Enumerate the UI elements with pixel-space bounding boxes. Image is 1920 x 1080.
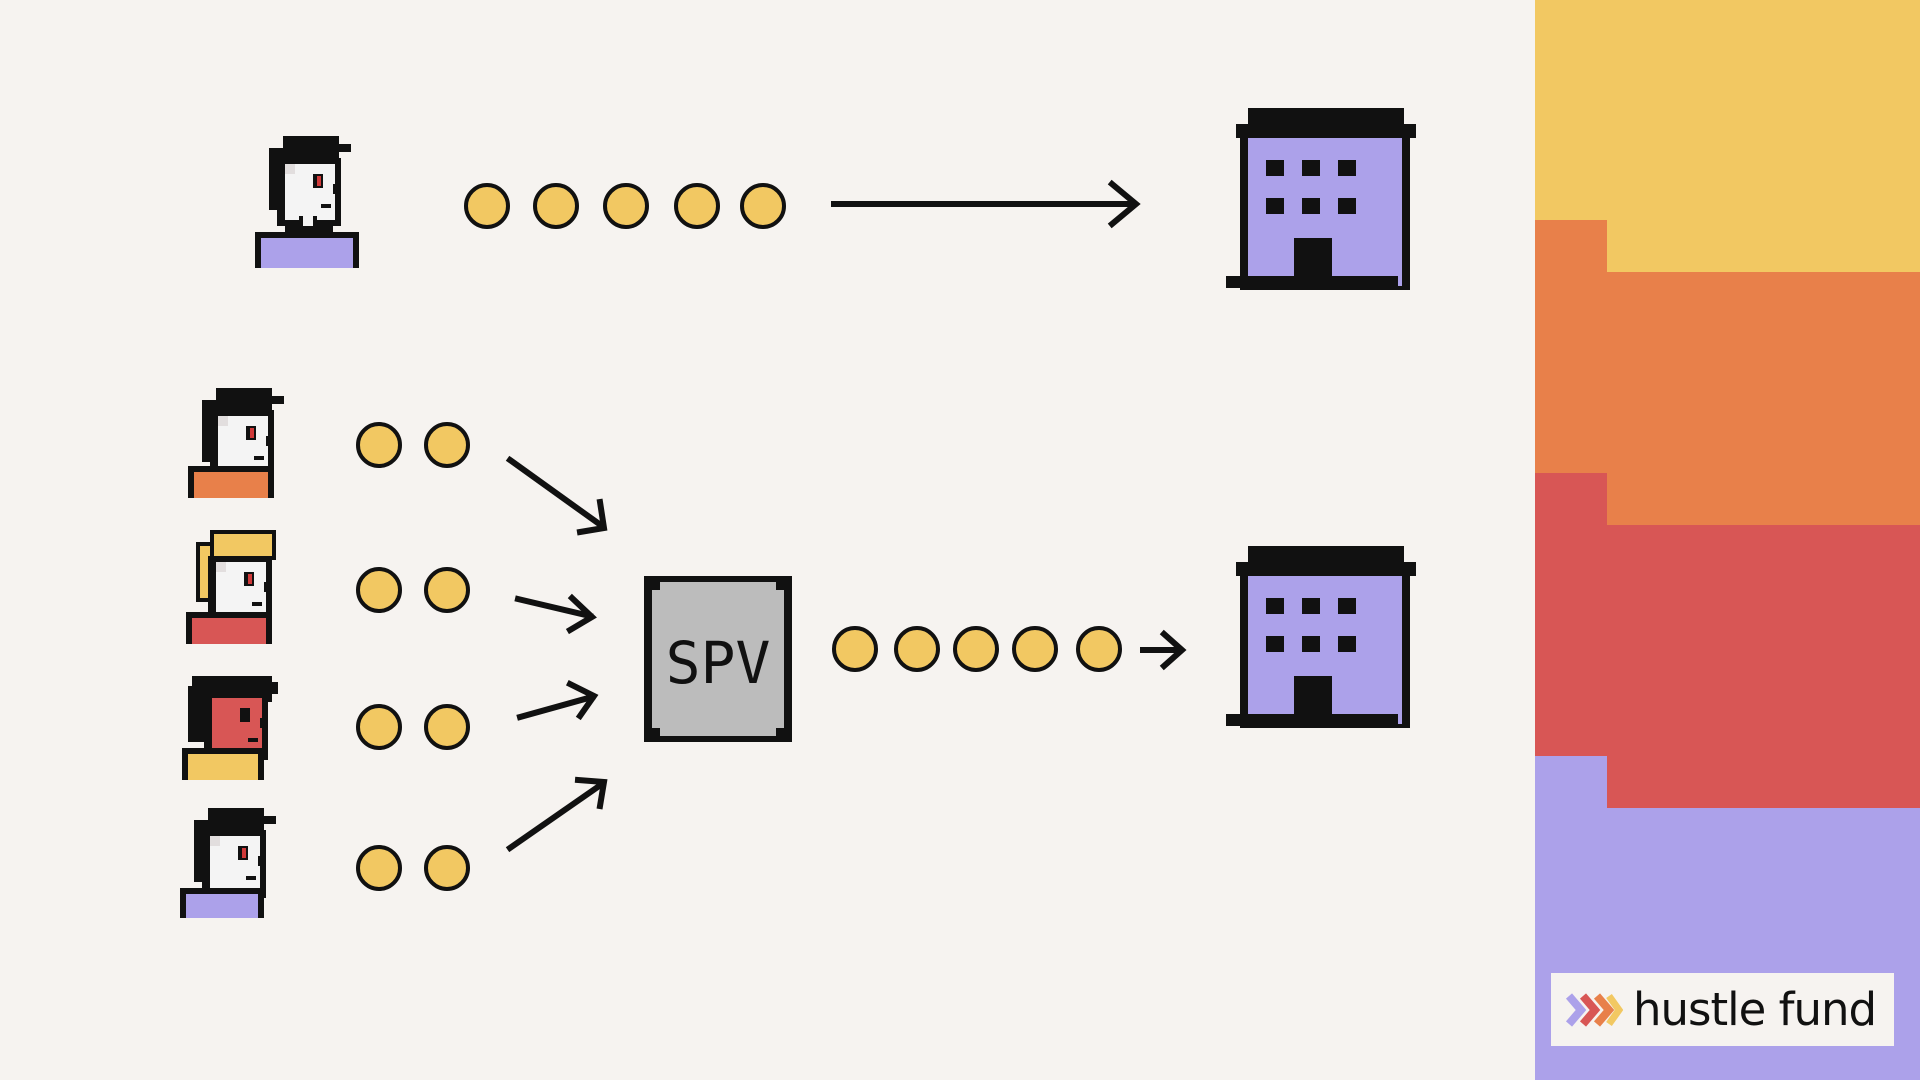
coin-icon xyxy=(533,183,579,229)
spv-box-icon: SPV xyxy=(644,576,792,742)
coin-icon xyxy=(1012,626,1058,672)
coin-icon xyxy=(740,183,786,229)
spv-investor-icon xyxy=(186,530,276,644)
direct-coins xyxy=(464,183,786,229)
chevron-arrows-icon xyxy=(1565,992,1623,1027)
arrow-icon xyxy=(505,455,608,536)
spv-investor-icon xyxy=(188,388,284,498)
coin-icon xyxy=(356,704,402,750)
arrow-icon xyxy=(516,679,599,721)
spv-investor-icon xyxy=(180,808,276,918)
coin-icon xyxy=(464,183,510,229)
spv-investor-coins xyxy=(356,422,470,891)
arrow-icon xyxy=(1140,629,1187,671)
coin-icon xyxy=(356,422,402,468)
arrow-icon xyxy=(514,593,597,635)
company-building-icon xyxy=(1226,546,1416,728)
brand-logo: hustle fund xyxy=(1551,973,1894,1046)
coin-icon xyxy=(953,626,999,672)
spv-label: SPV xyxy=(666,629,771,697)
coin-icon xyxy=(894,626,940,672)
coin-icon xyxy=(424,567,470,613)
coin-icon xyxy=(674,183,720,229)
spv-coins xyxy=(832,626,1122,672)
coin-icon xyxy=(356,567,402,613)
direct-investor-icon xyxy=(255,136,359,268)
decorative-color-band xyxy=(1535,0,1920,1080)
coin-icon xyxy=(424,704,470,750)
brand-name: hustle fund xyxy=(1633,983,1877,1036)
company-building-icon xyxy=(1226,108,1416,290)
arrow-icon xyxy=(831,179,1141,229)
coin-icon xyxy=(424,422,470,468)
coin-icon xyxy=(424,845,470,891)
coin-icon xyxy=(1076,626,1122,672)
coin-icon xyxy=(832,626,878,672)
spv-investor-icon xyxy=(182,676,278,780)
coin-icon xyxy=(356,845,402,891)
coin-icon xyxy=(603,183,649,229)
arrow-icon xyxy=(505,776,608,853)
